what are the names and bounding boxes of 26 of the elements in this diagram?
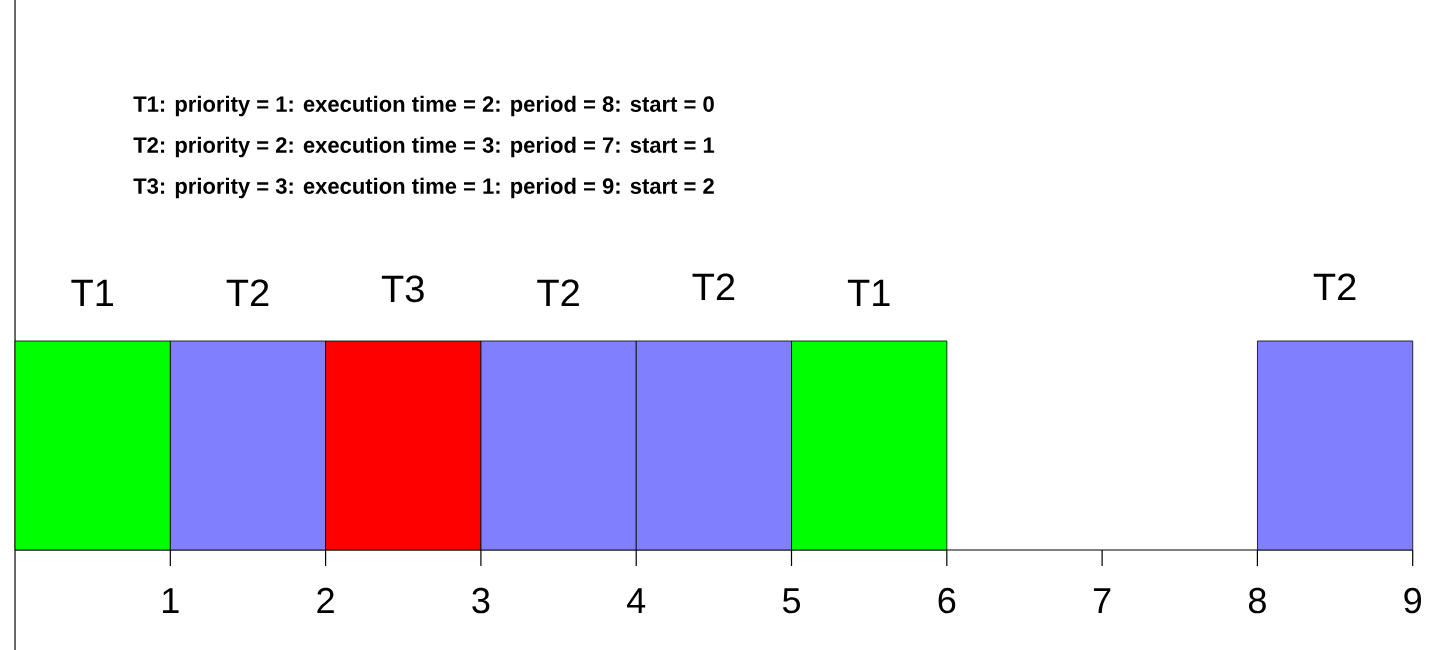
tick-label: 3 [472, 587, 490, 614]
task-label: T1 [847, 279, 890, 306]
task-label: T2 [226, 279, 269, 306]
schedule-block [480, 279, 637, 551]
schedule-block [14, 279, 171, 551]
schedule-block [791, 279, 948, 551]
task-label: T2 [692, 273, 735, 300]
tick-label: 2 [317, 587, 334, 613]
tick-label: 7 [1093, 588, 1111, 613]
tick-label: 5 [782, 588, 800, 614]
task-spec: T2: priority = 2: execution time = 3: period = 7: start = 1 [133, 136, 715, 158]
task-label: T3 [381, 275, 424, 303]
task-label: T1 [71, 279, 114, 306]
tick-label: 9 [1404, 587, 1421, 614]
schedule-block [635, 273, 792, 551]
tick-label: 1 [163, 588, 179, 613]
schedule-block [169, 279, 327, 551]
task-label: T2 [1313, 273, 1356, 300]
task-spec: T1: priority = 1: execution time = 2: period = 8: start = 0 [133, 95, 714, 117]
schedule-block [1257, 273, 1414, 551]
tick-label: 6 [938, 587, 956, 614]
schedule-block [325, 275, 482, 551]
tick-label: 8 [1248, 587, 1266, 614]
tick-label: 4 [627, 588, 646, 613]
task-label: T2 [537, 279, 579, 306]
task-spec: T3: priority = 3: execution time = 1: period = 9: start = 2 [133, 177, 714, 199]
